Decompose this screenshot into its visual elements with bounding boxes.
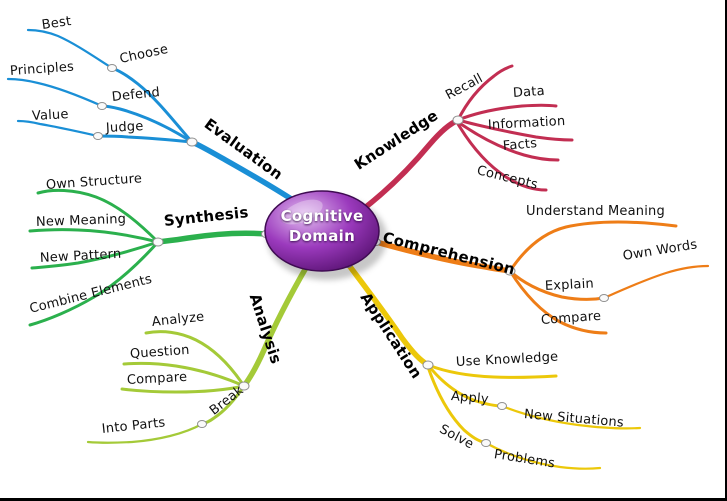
information-branch-path [456, 118, 574, 142]
branch-node [152, 237, 164, 247]
comprehension-branch [373, 220, 710, 335]
application-branch [345, 261, 642, 470]
value-branch-path [16, 119, 100, 138]
apply-branch-path [426, 363, 504, 408]
understand-meaning-branch-path [508, 220, 678, 273]
compare-orange-branch-path [508, 269, 608, 335]
branch-node [197, 420, 207, 428]
explain-label: Explain [544, 276, 595, 294]
branch-node [497, 402, 507, 410]
new-pattern-branch-path [30, 240, 160, 270]
own-words-branch-path [602, 264, 710, 300]
evaluation-branch [6, 28, 305, 209]
own-structure-branch-path [36, 188, 160, 244]
branch-node [93, 132, 103, 140]
best-branch-path [26, 28, 114, 70]
analysis-branch [86, 263, 310, 444]
center-title-line2: Domain [288, 227, 356, 246]
solve-branch-path [426, 365, 488, 445]
compare-branch-path [120, 384, 246, 394]
center-gloss [281, 199, 323, 225]
into-parts-branch-path [86, 422, 204, 444]
center-title: Cognitive Domain [266, 206, 378, 247]
analyze-branch-path [144, 330, 246, 388]
use-knowledge-branch-path [426, 363, 558, 379]
data-label: Data [512, 83, 546, 101]
evaluation-branch-path [189, 139, 305, 209]
knowledge-branch-path [359, 117, 461, 213]
branch-node [504, 266, 516, 276]
branch-node [599, 294, 609, 302]
new-situations-branch-path [500, 404, 642, 430]
understand-meaning-label: Understand Meaning [526, 204, 665, 219]
branch-node [452, 115, 464, 125]
judge-branch-path [96, 134, 194, 144]
analysis-branch-path [241, 263, 310, 389]
comprehension-branch-path [373, 239, 513, 274]
knowledge-branch [359, 64, 574, 213]
principles-branch-path [6, 77, 104, 108]
application-branch-path [345, 261, 431, 368]
synthesis-branch-path [155, 230, 269, 245]
facts-label: Facts [502, 136, 538, 154]
problems-branch-path [484, 441, 602, 470]
facts-branch-path [456, 120, 560, 162]
branch-node [422, 360, 434, 370]
branch-node [238, 381, 250, 391]
value-label: Value [31, 107, 70, 124]
branch-node [186, 137, 198, 147]
judge-label: Judge [105, 119, 144, 136]
center-node [264, 190, 387, 280]
branch-node [97, 102, 107, 110]
explain-branch-path [508, 269, 606, 301]
question-branch-path [122, 361, 246, 388]
branch-node [481, 439, 491, 447]
choose-branch-path [110, 66, 194, 144]
center-ellipse [264, 190, 380, 272]
synthesis-branch [28, 188, 269, 327]
new-meaning-branch-path [28, 228, 160, 244]
recall-branch-path [456, 64, 514, 122]
branch-node [107, 64, 117, 72]
center-title-line1: Cognitive [280, 207, 364, 225]
data-branch-path [456, 103, 558, 122]
combine-elements-branch-path [28, 240, 160, 327]
concepts-branch-path [456, 122, 548, 192]
